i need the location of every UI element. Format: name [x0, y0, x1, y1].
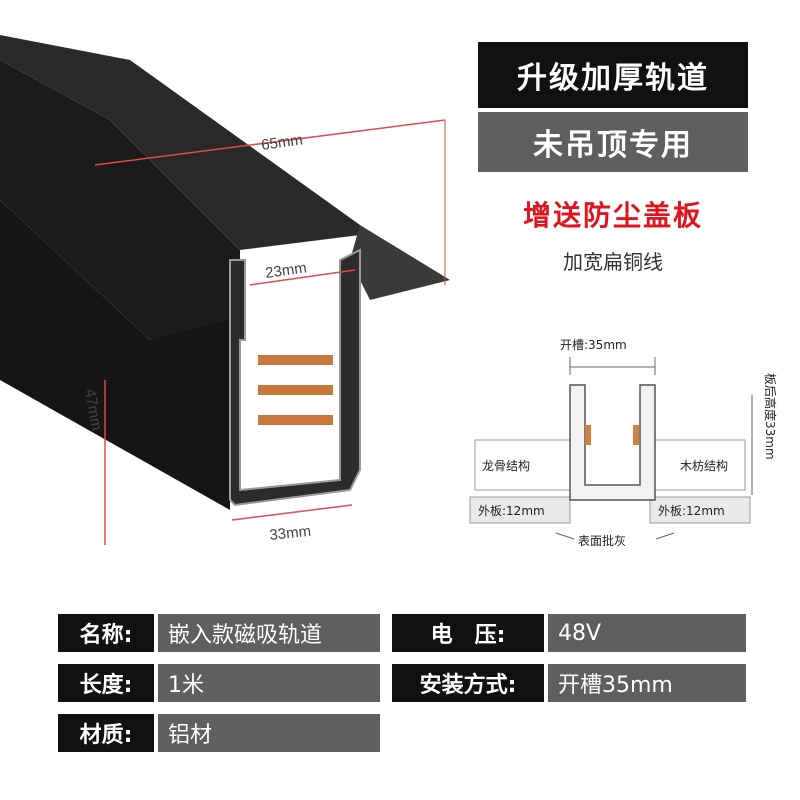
dim-label-23: 23mm [264, 259, 308, 282]
installation-diagram: 开槽:35mm 龙骨结构 外板:12mm 木枋结构 外板:12mm 板后高度33… [469, 338, 778, 548]
promo-sub: 加宽扁铜线 [563, 250, 663, 274]
spec-key-length: 长度: [58, 664, 154, 702]
diagram-copper-left [585, 425, 591, 445]
copper-strip-3 [258, 415, 333, 425]
diagram-copper-right [633, 425, 639, 445]
left-panel-label: 外板:12mm [478, 504, 545, 518]
right-panel-box [649, 496, 751, 524]
dim-label-47: 47mm [81, 388, 105, 432]
slot-label: 开槽:35mm [560, 338, 627, 352]
track-product-image: 65mm 23mm 47mm 33mm [0, 35, 450, 545]
headline-subtitle: 未吊顶专用 [478, 112, 748, 172]
surface-arrow-right [655, 532, 675, 540]
dim-line-65 [94, 119, 446, 166]
track-front-profile [229, 248, 361, 507]
right-panel-label: 外板:12mm [658, 504, 725, 518]
dim-label-33: 33mm [269, 523, 312, 544]
right-structure-label: 木枋结构 [680, 458, 728, 473]
left-structure-label: 龙骨结构 [482, 458, 530, 473]
spec-value-install: 开槽35mm [548, 664, 746, 702]
copper-strip-2 [258, 385, 333, 395]
track-top-surface [0, 35, 360, 250]
dim-label-65: 65mm [260, 131, 304, 154]
spec-value-voltage: 48V [548, 614, 746, 652]
promo-main: 增送防尘盖板 [522, 199, 703, 232]
spec-key-material: 材质: [58, 714, 154, 752]
left-panel-box [469, 496, 571, 524]
dim-line-33 [231, 504, 353, 521]
diagram-track-profile [569, 384, 656, 501]
track-flange [350, 225, 450, 300]
track-side-body [0, 200, 230, 510]
surface-label: 表面批灰 [578, 533, 626, 548]
spec-key-name: 名称: [58, 614, 154, 652]
spec-value-material: 铝材 [158, 714, 380, 752]
spec-key-voltage: 电 压: [392, 614, 544, 652]
spec-key-install: 安装方式: [392, 664, 544, 702]
surface-arrow-left [555, 532, 575, 540]
left-structure-box [474, 439, 571, 491]
dim-line-23 [249, 269, 356, 286]
board-height-label: 板后高度33mm [763, 373, 778, 460]
spec-value-name: 嵌入款磁吸轨道 [158, 614, 380, 652]
copper-strip-1 [258, 355, 333, 365]
track-top-left [0, 60, 240, 340]
right-structure-box [654, 439, 746, 491]
headline-title: 升级加厚轨道 [478, 42, 748, 108]
spec-value-length: 1米 [158, 664, 380, 702]
